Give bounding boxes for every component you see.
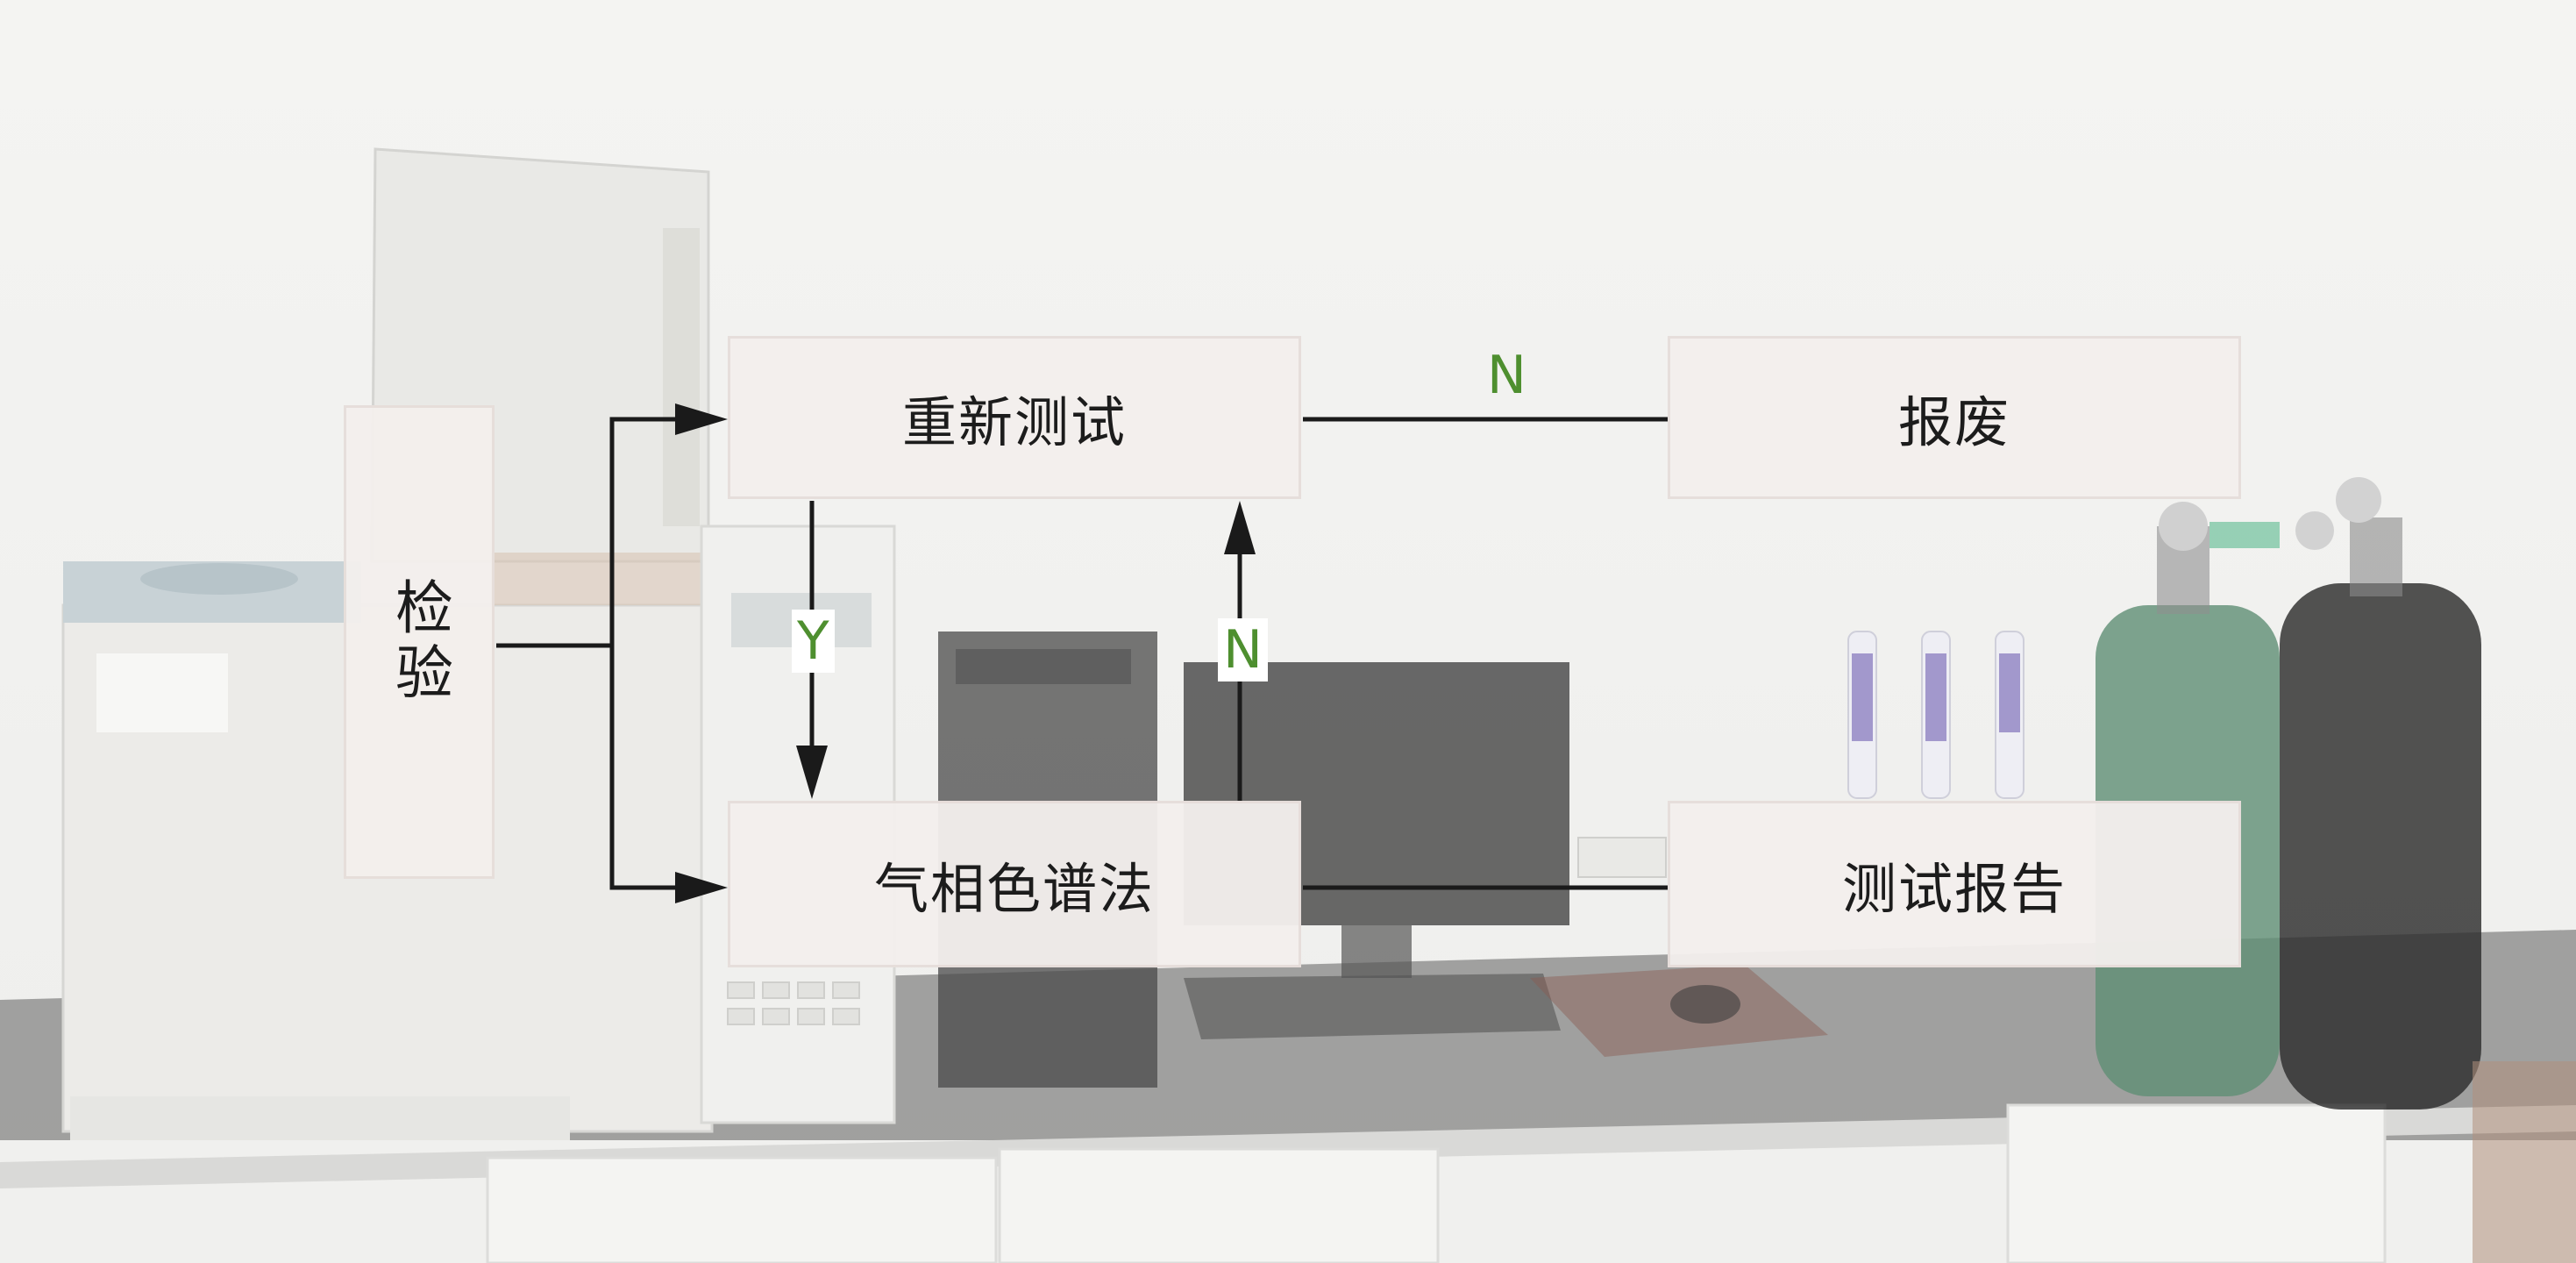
node-gas-chromatography-label: 气相色谱法 [873, 857, 1155, 921]
edge-label-no-scrap: N [1487, 345, 1526, 406]
node-scrap-label: 报废 [1897, 390, 2010, 454]
node-test-report-label: 测试报告 [1841, 857, 2067, 921]
node-gas-chromatography: 气相色谱法 [728, 801, 1301, 967]
node-test-report: 测试报告 [1668, 801, 2241, 967]
node-inspect: 检验 [344, 405, 495, 879]
node-retest-label: 重新测试 [901, 390, 1127, 454]
node-inspect-label: 检验 [385, 577, 453, 707]
node-scrap: 报废 [1668, 336, 2241, 499]
node-retest: 重新测试 [728, 336, 1301, 499]
edge-label-yes: Y [792, 610, 835, 673]
edge-label-no-retest: N [1218, 618, 1268, 681]
